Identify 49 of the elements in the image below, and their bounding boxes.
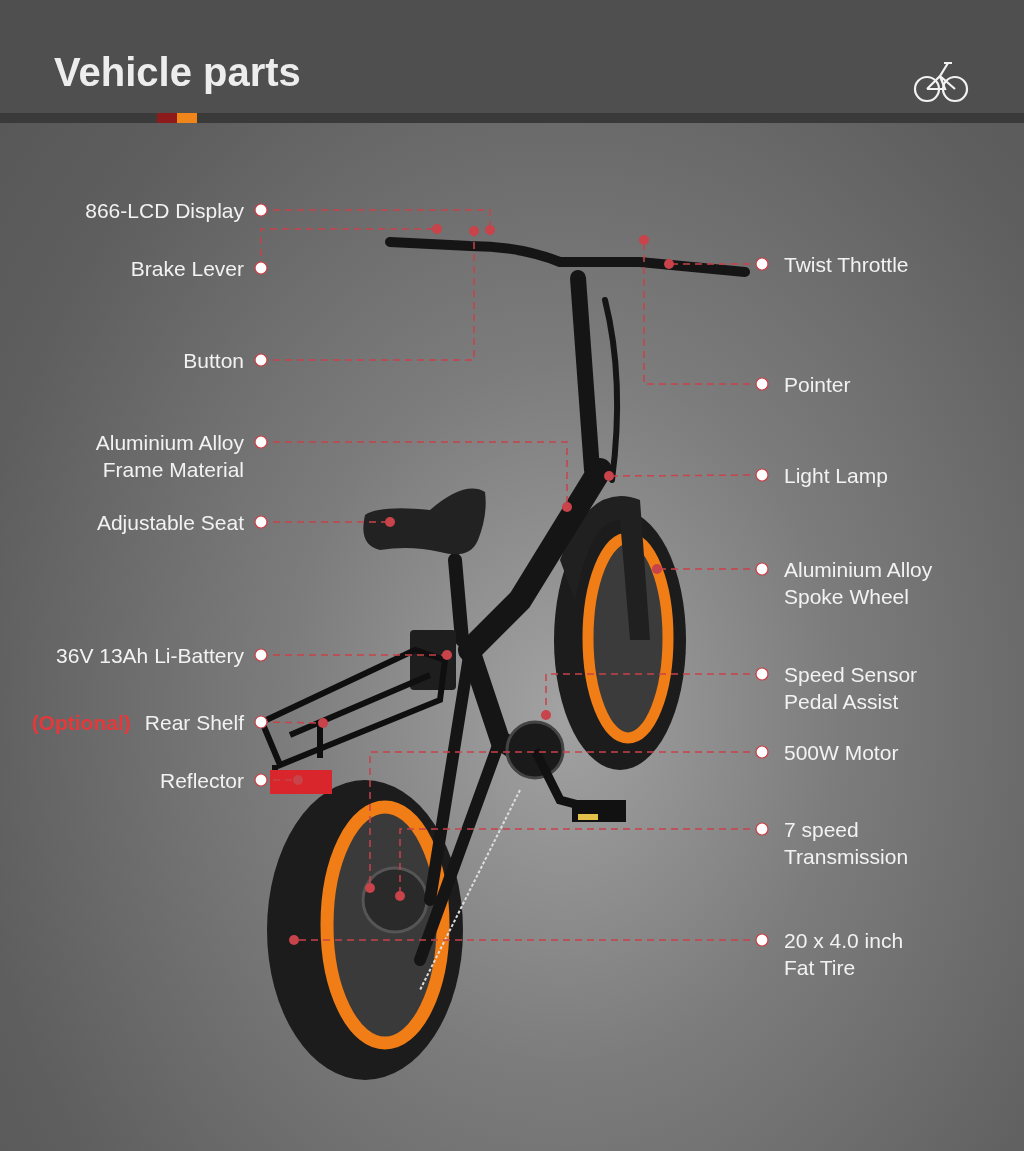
optional-note: (Optional): [31, 711, 131, 734]
leader-line: [254, 203, 491, 226]
part-label: 866-LCD Display: [85, 199, 244, 222]
leader-line: [661, 562, 769, 576]
part-marker-dot: [442, 650, 452, 660]
part-label: Aluminium Alloy Spoke Wheel: [784, 558, 933, 608]
leader-line: [254, 773, 294, 787]
part-label: Aluminium Alloy Frame Material: [95, 431, 244, 481]
leader-line: [254, 435, 568, 503]
part-label: 20 x 4.0 inch Fat Tire: [784, 929, 904, 979]
part-label: 36V 13Ah Li-Battery: [56, 644, 244, 667]
part-label: Reflector: [159, 769, 244, 792]
part-marker-dot: [562, 502, 572, 512]
part-marker-dot: [365, 883, 375, 893]
part-label: Pointer: [784, 373, 851, 396]
part-marker-dot: [293, 775, 303, 785]
part-label: Rear Shelf: [144, 711, 244, 734]
part-label: Brake Lever: [130, 257, 244, 280]
leader-line: [254, 235, 475, 367]
leader-line: [254, 228, 433, 275]
part-marker-dot: [432, 224, 442, 234]
part-marker-dot: [541, 710, 551, 720]
leader-line: [254, 648, 443, 662]
part-label: Light Lamp: [784, 464, 888, 487]
leader-line: [369, 745, 769, 884]
part-label: Speed Sensor Pedal Assist: [784, 663, 918, 713]
part-marker-dot: [639, 235, 649, 245]
leader-line: [254, 715, 319, 729]
leader-line: [643, 244, 769, 391]
part-marker-dot: [289, 935, 299, 945]
part-label: 7 speed Transmission: [784, 818, 909, 868]
part-label: Twist Throttle: [784, 253, 909, 276]
part-label: Adjustable Seat: [96, 511, 244, 534]
part-marker-dot: [664, 259, 674, 269]
page-title: Vehicle parts: [54, 50, 301, 95]
leader-line: [298, 933, 769, 947]
leader-line: [673, 257, 769, 271]
part-marker-dot: [385, 517, 395, 527]
leader-line: [613, 468, 769, 482]
part-label: 500W Motor: [784, 741, 899, 764]
part-marker-dot: [318, 718, 328, 728]
part-marker-dot: [485, 225, 495, 235]
part-marker-dot: [604, 471, 614, 481]
part-marker-dot: [469, 226, 479, 236]
leader-line: [399, 822, 769, 892]
part-marker-dot: [395, 891, 405, 901]
leader-line: [254, 515, 386, 529]
part-marker-dot: [652, 564, 662, 574]
part-label: Button: [183, 349, 244, 372]
